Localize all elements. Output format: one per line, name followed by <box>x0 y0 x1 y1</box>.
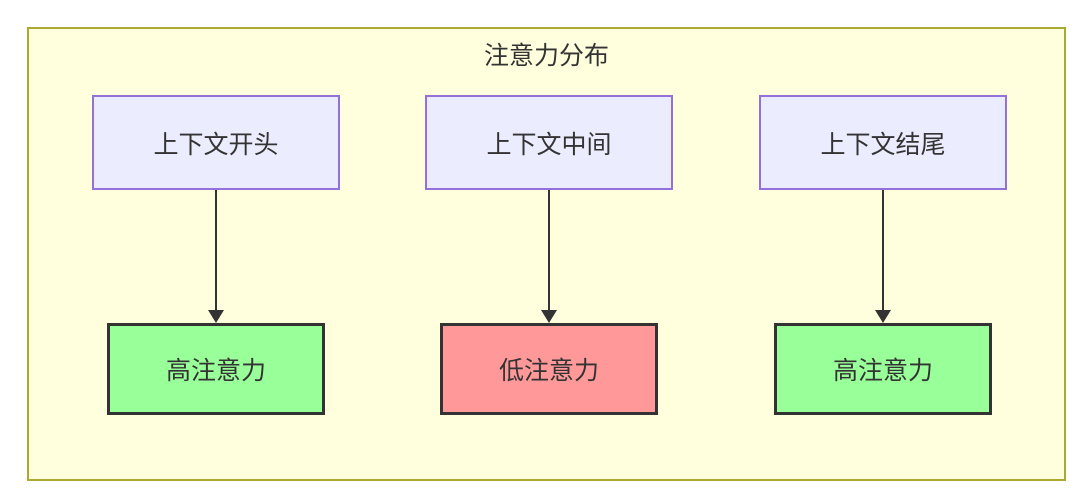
target-node-high-attention: 高注意力 <box>107 323 325 415</box>
target-node-label: 低注意力 <box>498 357 599 385</box>
target-node-label: 高注意力 <box>832 357 933 385</box>
source-node-label: 上下文结尾 <box>820 130 946 159</box>
target-node-high-attention: 高注意力 <box>774 323 992 415</box>
arrowhead-down-icon <box>208 310 224 323</box>
diagram-title: 注意力分布 <box>483 42 609 70</box>
edge-line <box>882 190 884 311</box>
arrowhead-down-icon <box>875 310 891 323</box>
source-node-context-middle: 上下文中间 <box>425 95 673 190</box>
target-node-label: 高注意力 <box>165 357 266 385</box>
source-node-context-start: 上下文开头 <box>92 95 340 190</box>
source-node-label: 上下文中间 <box>486 130 612 159</box>
arrowhead-down-icon <box>541 310 557 323</box>
edge-line <box>215 190 217 311</box>
edge-line <box>548 190 550 311</box>
target-node-low-attention: 低注意力 <box>440 323 658 415</box>
source-node-label: 上下文开头 <box>153 130 279 159</box>
attention-distribution-container: 注意力分布 上下文开头 高注意力 上下文中间 低注意力 <box>27 27 1066 481</box>
source-node-context-end: 上下文结尾 <box>759 95 1007 190</box>
